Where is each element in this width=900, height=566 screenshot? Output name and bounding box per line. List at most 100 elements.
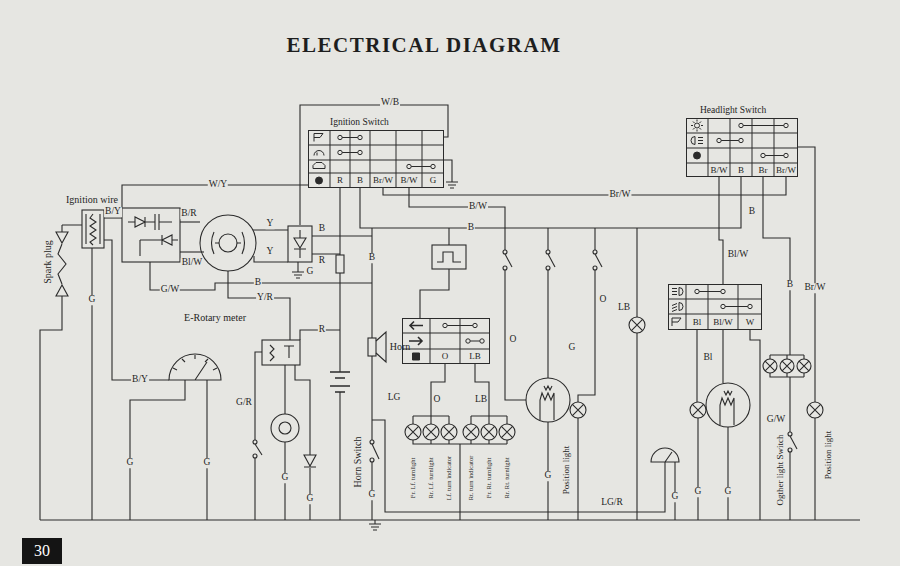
wire [636,228,637,520]
component-symbol [56,225,68,300]
headlamp-symbol [540,393,554,420]
component-symbol [82,210,104,248]
wire-code: G [126,458,135,468]
wire-code: LB [474,395,488,405]
wire [674,462,675,520]
switch-symbol [593,250,602,270]
wire-code: G [422,173,444,188]
wire-code: G [671,492,680,502]
switch-grid [668,284,762,330]
table-border [687,119,798,177]
wire [104,240,169,380]
part-name: Rt. turn indicator [468,455,475,502]
diagram-title: ELECTRICAL DIAGRAM [286,35,563,56]
part-name: Horn [389,342,412,352]
table-grid [686,118,798,177]
wire [40,225,860,520]
ground-symbol [369,520,381,530]
part-name: Ignition wire [65,195,119,205]
component-symbol [288,226,312,262]
wire-code: LB [617,303,631,313]
table-grid [668,284,762,330]
switch-icon [672,303,683,312]
wire-code: G [281,473,290,483]
part-name: Spark plug [43,239,53,285]
headlamp-symbol [724,391,732,395]
wire-code: B/Y [104,207,122,217]
switch-table: Ignition SwitchRBBr/WB/WG [308,130,444,188]
wire-code: R [318,325,326,335]
component-symbol [651,448,679,462]
wire-code: O [433,395,442,405]
contact-dot [761,153,765,157]
component-symbol [270,345,294,361]
wire-code: G [724,487,733,497]
contact-dot [358,135,362,139]
contact-dot [695,289,699,293]
lamp-symbol [465,426,476,437]
part-name: Rr. Lf. turnlight [428,456,435,499]
component-symbol [271,414,299,442]
wire-connector [719,177,723,284]
wire-code: Br/W [774,163,798,177]
lamp-symbol [780,359,794,373]
wire-code: B [318,224,326,234]
contact-bar [765,155,784,156]
contact-bar [342,152,358,153]
component-symbol [432,245,466,269]
wire [40,105,860,520]
contact-bar [447,325,473,326]
component-symbol [304,455,316,467]
lamp-symbol [763,359,777,373]
table-grid [308,130,444,188]
wire-code: B [786,280,794,290]
switch-icon [694,152,701,159]
lamp-symbol [799,361,809,371]
part-name: Fr. Rt. turnlight [486,457,493,499]
lamp-symbol [629,317,645,333]
switch-symbol [255,444,262,455]
wire-code: G [88,295,97,305]
component-symbol [376,332,386,362]
lamp-symbol [423,424,439,440]
part-name: E-Rotary meter [183,313,247,323]
headlamp-symbol [526,378,570,422]
switch-symbol [595,254,602,267]
contact-bar [725,306,748,307]
lamp-symbol [797,359,811,373]
component-symbol [86,214,100,245]
component-symbol [56,208,679,467]
part-name: Position light [562,445,571,495]
lamp-symbol [425,426,436,437]
wire-code: G/W [766,415,786,425]
lamp-symbol [407,426,418,437]
lamp-symbol [572,404,583,415]
switch-icon [316,177,323,184]
switch-icon [314,134,323,142]
switch-symbol [505,254,512,267]
wire [471,364,507,424]
wire-code: B [368,253,376,263]
wire-code: LG/R [600,498,624,508]
wire [420,228,449,318]
wire [372,420,665,512]
lamp-symbol [441,424,457,440]
switch-symbol [593,266,597,270]
switch-table: BlBl/WW [668,284,762,330]
lamp-symbol [483,426,494,437]
wire [255,352,262,520]
wire-code: Bl/W [708,314,738,330]
wire [253,230,288,262]
component-symbol [219,234,237,252]
lamp-symbol [463,424,479,440]
switch-icon [314,151,324,156]
switch-symbol [503,250,507,254]
wire [763,177,804,520]
component-symbol [200,215,256,271]
wire-code: Br/W [370,173,396,188]
contact-dot [407,164,411,168]
wire [130,380,185,520]
contact-dot [443,323,447,327]
wire-code: LB [460,349,490,364]
